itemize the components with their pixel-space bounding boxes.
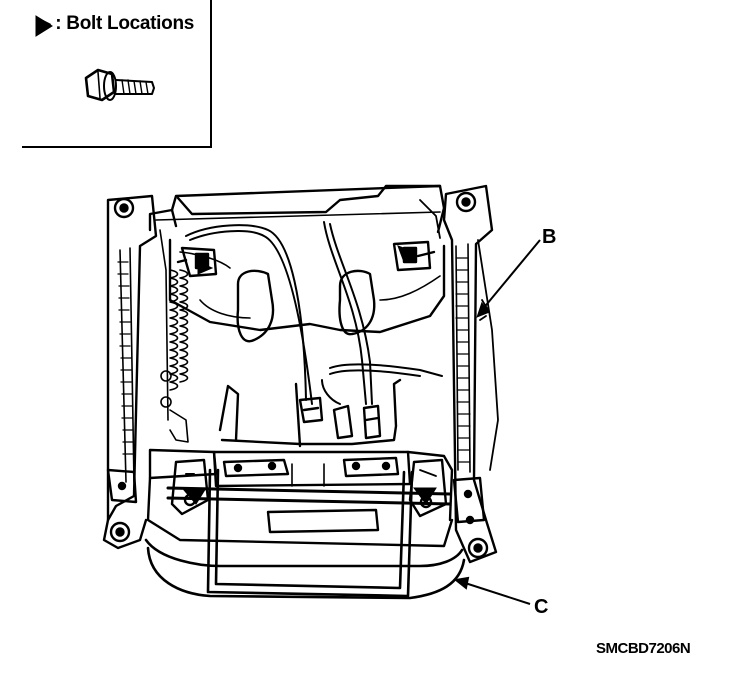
seat-frame-top — [148, 184, 446, 239]
callout-b: B — [542, 226, 557, 248]
legend-title: ▶ : Bolt Locations — [36, 13, 195, 34]
upper-bracket-left — [176, 246, 218, 278]
triangle-arrow-icon — [35, 15, 53, 37]
callout-leaders — [453, 239, 541, 605]
bolt-icon — [84, 68, 155, 102]
legend-box — [22, 0, 212, 148]
upper-bracket-right — [392, 240, 436, 272]
left-seat-track — [102, 194, 158, 550]
figure-code: SMCBD7206N — [596, 640, 691, 657]
seat-pan — [168, 238, 446, 343]
tension-spring — [159, 229, 189, 443]
callout-c: C — [534, 596, 549, 618]
bolt-location-markers — [35, 15, 437, 505]
right-seat-track — [442, 184, 499, 564]
adjuster-cables — [185, 221, 443, 405]
center-mechanism — [218, 378, 402, 448]
